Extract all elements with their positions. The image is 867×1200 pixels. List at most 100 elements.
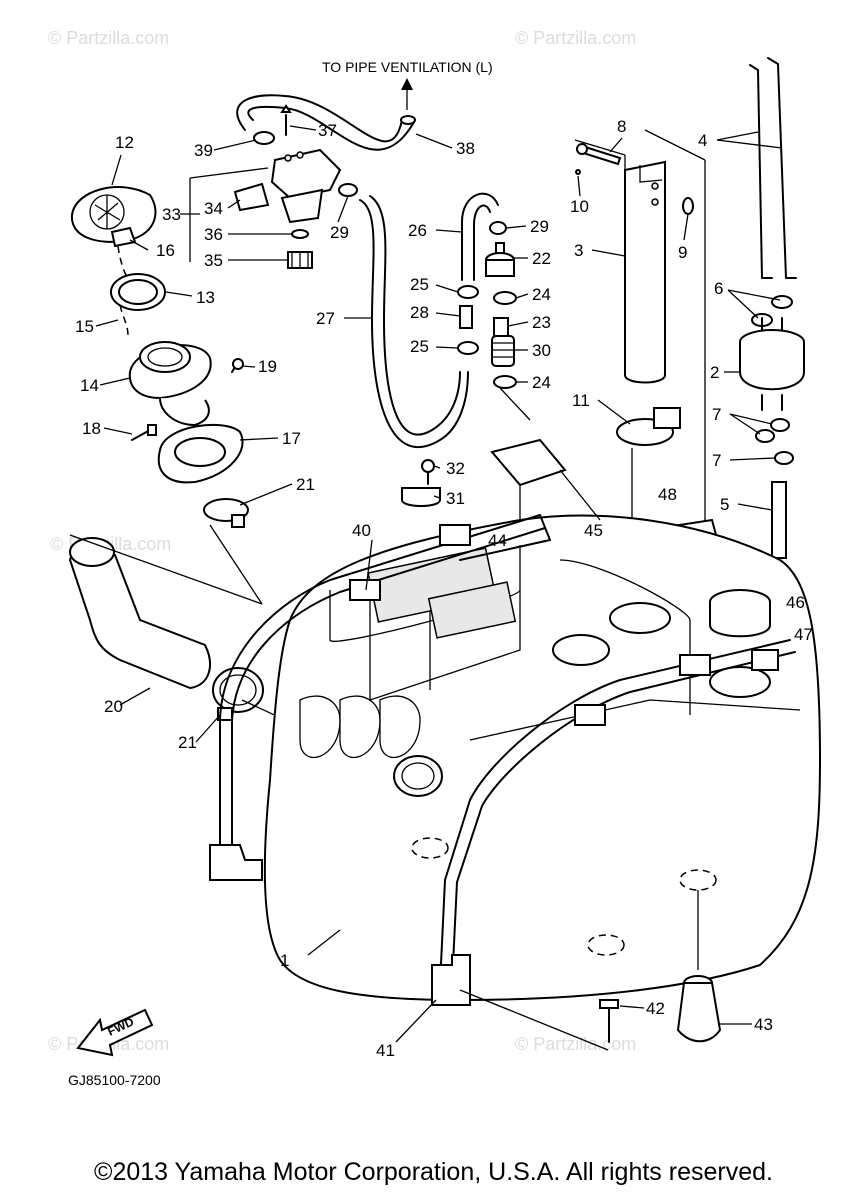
callout-6: 6	[714, 279, 723, 298]
bolt-42	[599, 999, 619, 1043]
callout-41: 41	[376, 1041, 395, 1060]
callout-48: 48	[658, 485, 677, 504]
pin-37	[280, 104, 292, 136]
joint-28	[459, 305, 473, 329]
callout-2: 2	[710, 363, 719, 382]
watermark: © Partzilla.com	[48, 28, 169, 48]
mount-43	[676, 975, 722, 1043]
clip-41	[209, 844, 471, 1006]
clip-29	[489, 221, 507, 235]
filler-neck-14	[128, 341, 212, 427]
clip-24-bottom	[493, 375, 517, 389]
washer-9	[682, 197, 694, 215]
tether-16	[117, 245, 131, 283]
callout-7b: 7	[712, 451, 721, 470]
callout-36: 36	[204, 225, 223, 244]
pipe-ventilation-note: TO PIPE VENTILATION (L)	[322, 59, 493, 75]
bracket-34	[233, 182, 270, 212]
bolt-8	[576, 143, 622, 166]
copyright-footer: ©2013 Yamaha Motor Corporation, U.S.A. A…	[94, 1158, 773, 1186]
callout-19: 19	[258, 357, 277, 376]
vent-valve-33	[270, 148, 342, 224]
pipes-4	[749, 57, 797, 279]
openings	[393, 602, 771, 797]
clip-7-bottom	[774, 451, 794, 465]
callout-28: 28	[410, 303, 429, 322]
callout-39: 39	[194, 141, 213, 160]
callout-26: 26	[408, 221, 427, 240]
callout-12: 12	[115, 133, 134, 152]
callout-37: 37	[318, 121, 337, 140]
callout-34: 34	[204, 199, 223, 218]
clamp-11	[616, 407, 681, 446]
callout-31: 31	[446, 489, 465, 508]
clips-7-top	[755, 418, 790, 443]
straps-40	[219, 514, 796, 986]
callout-21: 21	[296, 475, 315, 494]
callout-13: 13	[196, 288, 215, 307]
cap-46	[709, 589, 771, 638]
clip-25-top	[457, 285, 479, 299]
callout-25: 25	[410, 275, 429, 294]
callout-25b: 25	[410, 337, 429, 356]
callout-7: 7	[712, 405, 721, 424]
callout-22: 22	[532, 249, 551, 268]
gasket-17	[157, 423, 244, 484]
clip-29-left	[338, 183, 358, 197]
vent-hose-38	[236, 94, 416, 151]
drawing-code: GJ85100-7200	[68, 1072, 161, 1088]
nut-35	[287, 251, 313, 269]
callout-17: 17	[282, 429, 301, 448]
leader-lines	[95, 125, 783, 1043]
callout-16: 16	[156, 241, 175, 260]
callout-33: 33	[162, 205, 181, 224]
filter-2	[739, 317, 805, 411]
hose-5	[771, 481, 787, 559]
check-valve-22	[485, 242, 515, 277]
callout-20: 20	[104, 697, 123, 716]
callout-10: 10	[570, 197, 589, 216]
callout-4: 4	[698, 131, 707, 150]
callout-3: 3	[574, 241, 583, 260]
screw-18	[131, 424, 157, 441]
clamp-47	[751, 649, 779, 671]
callout-labels: 12 16 13 15 14 19 18 17 21 20 21 39 37 3…	[75, 117, 813, 1060]
callout-11: 11	[572, 391, 590, 410]
clip-39	[253, 131, 275, 145]
hose-26	[461, 192, 499, 281]
fuel-cap-12	[70, 186, 157, 248]
callout-29: 29	[330, 223, 349, 242]
callout-14: 14	[80, 376, 99, 395]
callout-35: 35	[204, 251, 223, 270]
callout-44: 44	[488, 531, 507, 550]
callout-40: 40	[352, 521, 371, 540]
clips-6	[751, 295, 793, 327]
callout-1: 1	[280, 951, 289, 970]
screw-19	[231, 358, 244, 373]
joint-23	[493, 317, 509, 337]
callout-45: 45	[584, 521, 603, 540]
callout-27: 27	[316, 309, 335, 328]
clip-25-bottom	[457, 341, 479, 355]
pin-10	[575, 169, 581, 175]
washer-36	[291, 229, 309, 239]
callout-42: 42	[646, 999, 665, 1018]
callout-38: 38	[456, 139, 475, 158]
callout-5: 5	[720, 495, 729, 514]
hose-20	[68, 537, 211, 690]
label-45	[490, 438, 567, 487]
callout-18: 18	[82, 419, 101, 438]
fuel-tank-1	[263, 514, 822, 1002]
callout-32: 32	[446, 459, 465, 478]
callout-8: 8	[617, 117, 626, 136]
callout-15: 15	[75, 317, 94, 336]
o-ring-13	[110, 273, 166, 311]
sender-3	[624, 160, 666, 384]
bellows-30	[491, 335, 515, 367]
bolt-32	[421, 459, 435, 485]
callout-46: 46	[786, 593, 805, 612]
clamp-21-top	[203, 498, 249, 528]
clip-24-top	[493, 291, 517, 305]
callout-29b: 29	[530, 217, 549, 236]
